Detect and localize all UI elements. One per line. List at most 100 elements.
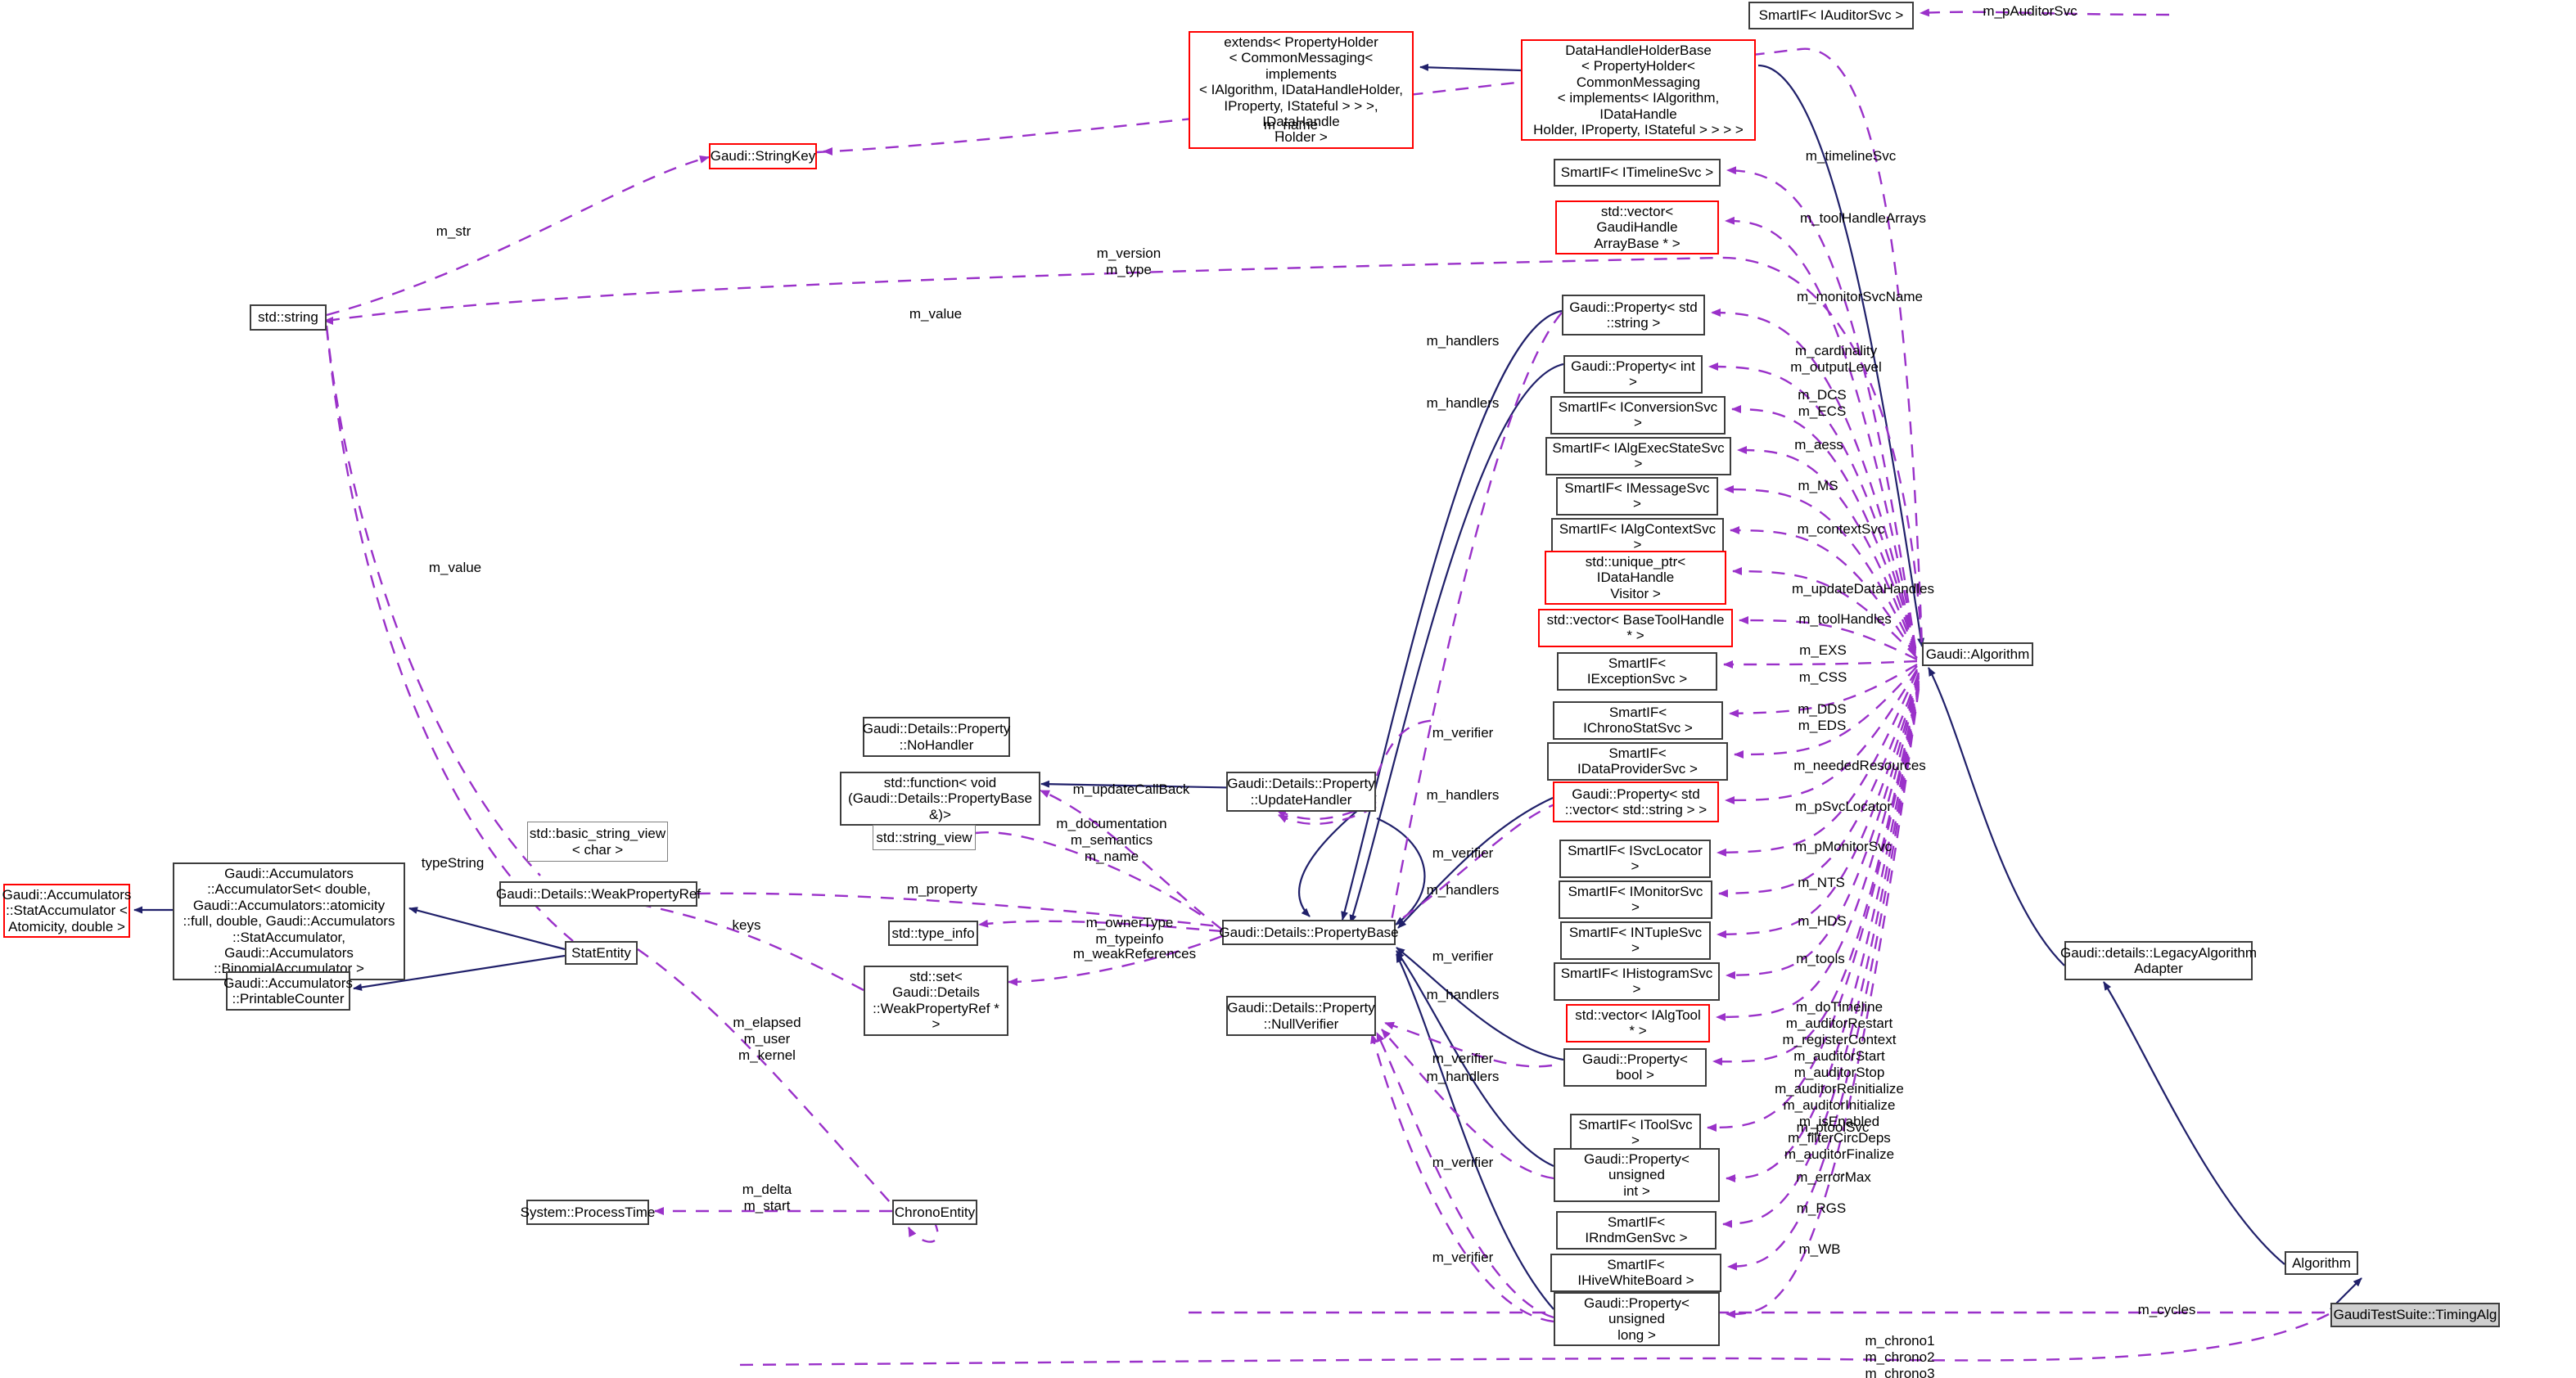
class-node-algexecstate[interactable]: SmartIF< IAlgExecStateSvc > [1545, 437, 1731, 475]
class-node-basicstringview[interactable]: std::basic_string_view < char > [527, 822, 668, 862]
edge-label-toolhandles: m_toolHandles [1798, 611, 1892, 627]
edge-label-value_left: m_value [909, 306, 963, 322]
class-node-legacyadapter[interactable]: Gaudi::details::LegacyAlgorithm Adapter [2060, 941, 2257, 980]
edge-label-css: m_CSS [1798, 669, 1847, 685]
class-node-rndmgensvc[interactable]: SmartIF< IRndmGenSvc > [1556, 1211, 1717, 1250]
edge-label-handlers6: m_handlers [1426, 1069, 1500, 1084]
edge-label-weakrefs: m_weakReferences [1072, 946, 1197, 961]
edge-label-documentation: m_documentation m_semantics m_name [1056, 816, 1167, 865]
edge-label-psvclocator: m_pSvcLocator [1794, 799, 1893, 814]
class-node-prop_bool[interactable]: Gaudi::Property< bool > [1563, 1048, 1707, 1087]
edge-label-str: m_str [435, 223, 471, 239]
class-node-vec_basetool[interactable]: std::vector< BaseToolHandle * > [1538, 609, 1733, 647]
class-node-timelinesvc[interactable]: SmartIF< ITimelineSvc > [1554, 159, 1721, 187]
class-node-prop_nullverif[interactable]: Gaudi::Details::Property ::NullVerifier [1226, 996, 1376, 1036]
edge-label-handlers4: m_handlers [1426, 882, 1500, 898]
edge-label-verifier3: m_verifier [1432, 948, 1494, 964]
class-node-messagesvc[interactable]: SmartIF< IMessageSvc > [1556, 477, 1718, 516]
edge-label-verifier2: m_verifier [1432, 845, 1494, 861]
class-node-vec_ialgtool[interactable]: std::vector< IAlgTool * > [1566, 1004, 1710, 1043]
edge-label-version_type: m_version m_type [1096, 245, 1162, 278]
edge-label-verifier4: m_verifier [1432, 1051, 1494, 1066]
class-node-prop_uint[interactable]: Gaudi::Property< unsigned int > [1554, 1148, 1720, 1203]
class-node-histogramsvc[interactable]: SmartIF< IHistogramSvc > [1554, 962, 1720, 1001]
edge-label-keys: keys [732, 917, 761, 933]
class-node-prop_int[interactable]: Gaudi::Property< int > [1563, 355, 1703, 394]
class-node-auditorsvc[interactable]: SmartIF< IAuditorSvc > [1748, 2, 1914, 29]
class-node-stataccum[interactable]: Gaudi::Accumulators ::StatAccumulator < … [2, 884, 131, 939]
class-node-statentity[interactable]: StatEntity [565, 941, 638, 965]
edge-label-verifier5: m_verifier [1432, 1155, 1494, 1170]
edge-label-cycles: m_cycles [2137, 1302, 2196, 1317]
class-node-stringkey[interactable]: Gaudi::StringKey [709, 143, 817, 169]
class-node-typeinfo[interactable]: std::type_info [888, 921, 978, 946]
edge-label-dcs_ecs: m_DCS m_ECS [1798, 387, 1847, 420]
edge-label-contextsvc: m_contextSvc [1797, 521, 1885, 537]
class-node-processtime[interactable]: System::ProcessTime [521, 1200, 655, 1225]
edge-label-dds_eds: m_DDS m_EDS [1798, 701, 1847, 734]
edge-label-updatedatah: m_updateDataHandles [1792, 581, 1934, 597]
class-node-propertybase[interactable]: Gaudi::Details::PropertyBase [1219, 920, 1399, 945]
edge-label-monitorsvcname: m_monitorSvcName [1797, 289, 1923, 304]
edge-label-handlers3: m_handlers [1426, 787, 1500, 803]
edge-label-handlers5: m_handlers [1426, 987, 1500, 1002]
class-node-stdfunction[interactable]: std::function< void (Gaudi::Details::Pro… [840, 772, 1040, 826]
class-node-printablecounter[interactable]: Gaudi::Accumulators ::PrintableCounter [223, 971, 353, 1011]
edge-label-pauditorsvc: m_pAuditorSvc [1983, 3, 2077, 19]
edge-label-verifier6: m_verifier [1432, 1250, 1494, 1265]
edge-label-ptoolsvc: m_ptoolSvc [1796, 1119, 1870, 1135]
class-node-vec_handlearray[interactable]: std::vector< GaudiHandle ArrayBase * > [1555, 200, 1719, 255]
class-node-prop_updhandler[interactable]: Gaudi::Details::Property ::UpdateHandler [1226, 772, 1376, 812]
class-node-ntuplesvc[interactable]: SmartIF< INTupleSvc > [1560, 921, 1711, 960]
class-node-chronostatsvc[interactable]: SmartIF< IChronoStatSvc > [1553, 701, 1723, 740]
edge-label-timelinesvc: m_timelineSvc [1805, 148, 1897, 164]
class-node-uniqueptr_dhv[interactable]: std::unique_ptr< IDataHandle Visitor > [1545, 551, 1726, 606]
edge-label-aess: m_aess [1794, 437, 1843, 453]
class-node-toolsvc[interactable]: SmartIF< IToolSvc > [1570, 1114, 1701, 1152]
class-node-accset[interactable]: Gaudi::Accumulators ::AccumulatorSet< do… [173, 862, 405, 980]
edge-label-delta_start: m_delta m_start [742, 1182, 792, 1214]
edge-label-tools: m_tools [1796, 951, 1845, 966]
edge-label-name_top: m_name [1263, 117, 1319, 133]
class-node-dhhbase[interactable]: DataHandleHolderBase < PropertyHolder< C… [1521, 39, 1756, 142]
edge-label-pmonitorsvc: m_pMonitorSvc [1794, 839, 1893, 854]
edge-label-ms: m_MS [1798, 478, 1838, 493]
edge-label-property: m_property [907, 881, 977, 897]
class-node-exceptionsvc[interactable]: SmartIF< IExceptionSvc > [1557, 652, 1717, 691]
class-node-algorithm[interactable]: Algorithm [2285, 1251, 2358, 1275]
edge-label-neededres: m_neededResources [1793, 758, 1926, 773]
edge-label-nts: m_NTS [1798, 875, 1845, 890]
class-node-prop_string[interactable]: Gaudi::Property< std ::string > [1562, 295, 1705, 335]
class-node-monitorsvc[interactable]: SmartIF< IMonitorSvc > [1559, 880, 1712, 919]
class-node-hivewhiteboard[interactable]: SmartIF< IHiveWhiteBoard > [1550, 1254, 1721, 1292]
class-node-algorithm_gaudi[interactable]: Gaudi::Algorithm [1922, 642, 2033, 666]
edge-label-exs: m_EXS [1799, 642, 1847, 658]
class-node-stringview[interactable]: std::string_view [873, 825, 976, 850]
edge-label-hds: m_HDS [1798, 913, 1847, 929]
edge-label-elapsed: m_elapsed m_user m_kernel [733, 1015, 801, 1064]
class-node-conversionsvc[interactable]: SmartIF< IConversionSvc > [1550, 396, 1726, 435]
edge-label-updatecallback: m_updateCallBack [1072, 781, 1190, 797]
class-node-prop_vecstring[interactable]: Gaudi::Property< std ::vector< std::stri… [1553, 781, 1719, 822]
edge-label-dotimeline: m_doTimeline m_auditorRestart m_register… [1775, 999, 1904, 1179]
edge-label-verifier1: m_verifier [1432, 725, 1494, 741]
class-node-prop_nohandler[interactable]: Gaudi::Details::Property ::NoHandler [863, 717, 1010, 757]
class-node-dataprovidersvc[interactable]: SmartIF< IDataProviderSvc > [1547, 742, 1728, 781]
class-node-setweakref[interactable]: std::set< Gaudi::Details ::WeakPropertyR… [864, 966, 1008, 1036]
class-node-weakpropertyref[interactable]: Gaudi::Details::WeakPropertyRef [496, 881, 701, 907]
edge-label-typestring: typeString [421, 855, 485, 871]
edge-label-wb: m_WB [1798, 1241, 1841, 1257]
class-node-stdstring[interactable]: std::string [250, 304, 327, 331]
class-node-prop_ulong[interactable]: Gaudi::Property< unsigned long > [1554, 1292, 1720, 1347]
edge-label-ownertype: m_ownerType m_typeinfo [1085, 915, 1174, 948]
edge-label-cardinality: m_cardinality m_outputLevel [1790, 343, 1882, 376]
class-node-chronoentity[interactable]: ChronoEntity [892, 1200, 977, 1225]
edge-label-toolhandlearr: m_toolHandleArrays [1799, 210, 1927, 226]
edge-label-handlers1: m_handlers [1426, 333, 1500, 349]
edge-label-errormax: m_errorMax [1796, 1169, 1871, 1185]
class-node-timingalg[interactable]: GaudiTestSuite::TimingAlg [2330, 1303, 2500, 1327]
edge-label-rgs: m_RGS [1796, 1200, 1847, 1216]
class-node-svclocator[interactable]: SmartIF< ISvcLocator > [1559, 840, 1711, 878]
